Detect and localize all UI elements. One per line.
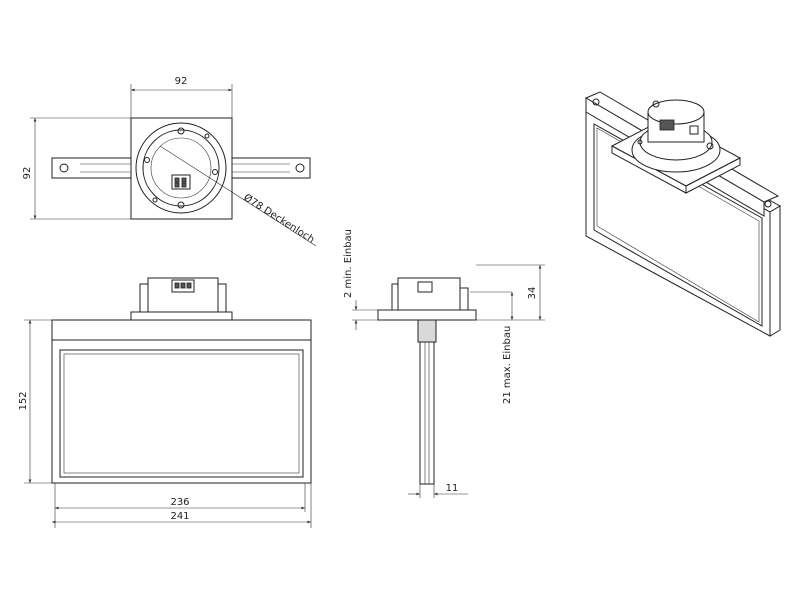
max-install-label: 21 max. Einbau xyxy=(502,326,513,404)
min-install-label: 2 min. Einbau xyxy=(343,229,354,298)
side-depth-label: 34 xyxy=(527,287,538,300)
side-plate xyxy=(377,309,477,321)
hole-label: Ø78 Deckenloch xyxy=(241,191,316,245)
rail-hole-right xyxy=(295,163,305,173)
side-connector xyxy=(417,319,437,343)
iso-view xyxy=(584,91,782,337)
front-plate xyxy=(130,311,233,321)
top-plate xyxy=(130,117,233,220)
front-panel xyxy=(51,319,312,484)
top-view: Ø78 Deckenloch 92 92 xyxy=(22,76,317,247)
front-height-label: 152 xyxy=(18,391,29,410)
rail-hole-left xyxy=(59,163,69,173)
top-width-label: 92 xyxy=(175,76,188,87)
outer-width-label: 241 xyxy=(170,511,189,522)
side-view: 2 min. Einbau 34 21 max. Einbau 11 xyxy=(343,229,545,498)
top-ring-inner xyxy=(142,129,220,207)
side-panel xyxy=(419,341,435,485)
iso-housing-top xyxy=(647,99,705,125)
top-height-label: 92 xyxy=(22,167,33,180)
top-ring-outer xyxy=(135,122,227,214)
hole-leader xyxy=(159,145,317,247)
front-panel-inner xyxy=(59,349,304,478)
front-view: 152 236 241 xyxy=(18,277,312,528)
inner-width-label: 236 xyxy=(170,497,189,508)
side-thickness-label: 11 xyxy=(446,483,459,494)
